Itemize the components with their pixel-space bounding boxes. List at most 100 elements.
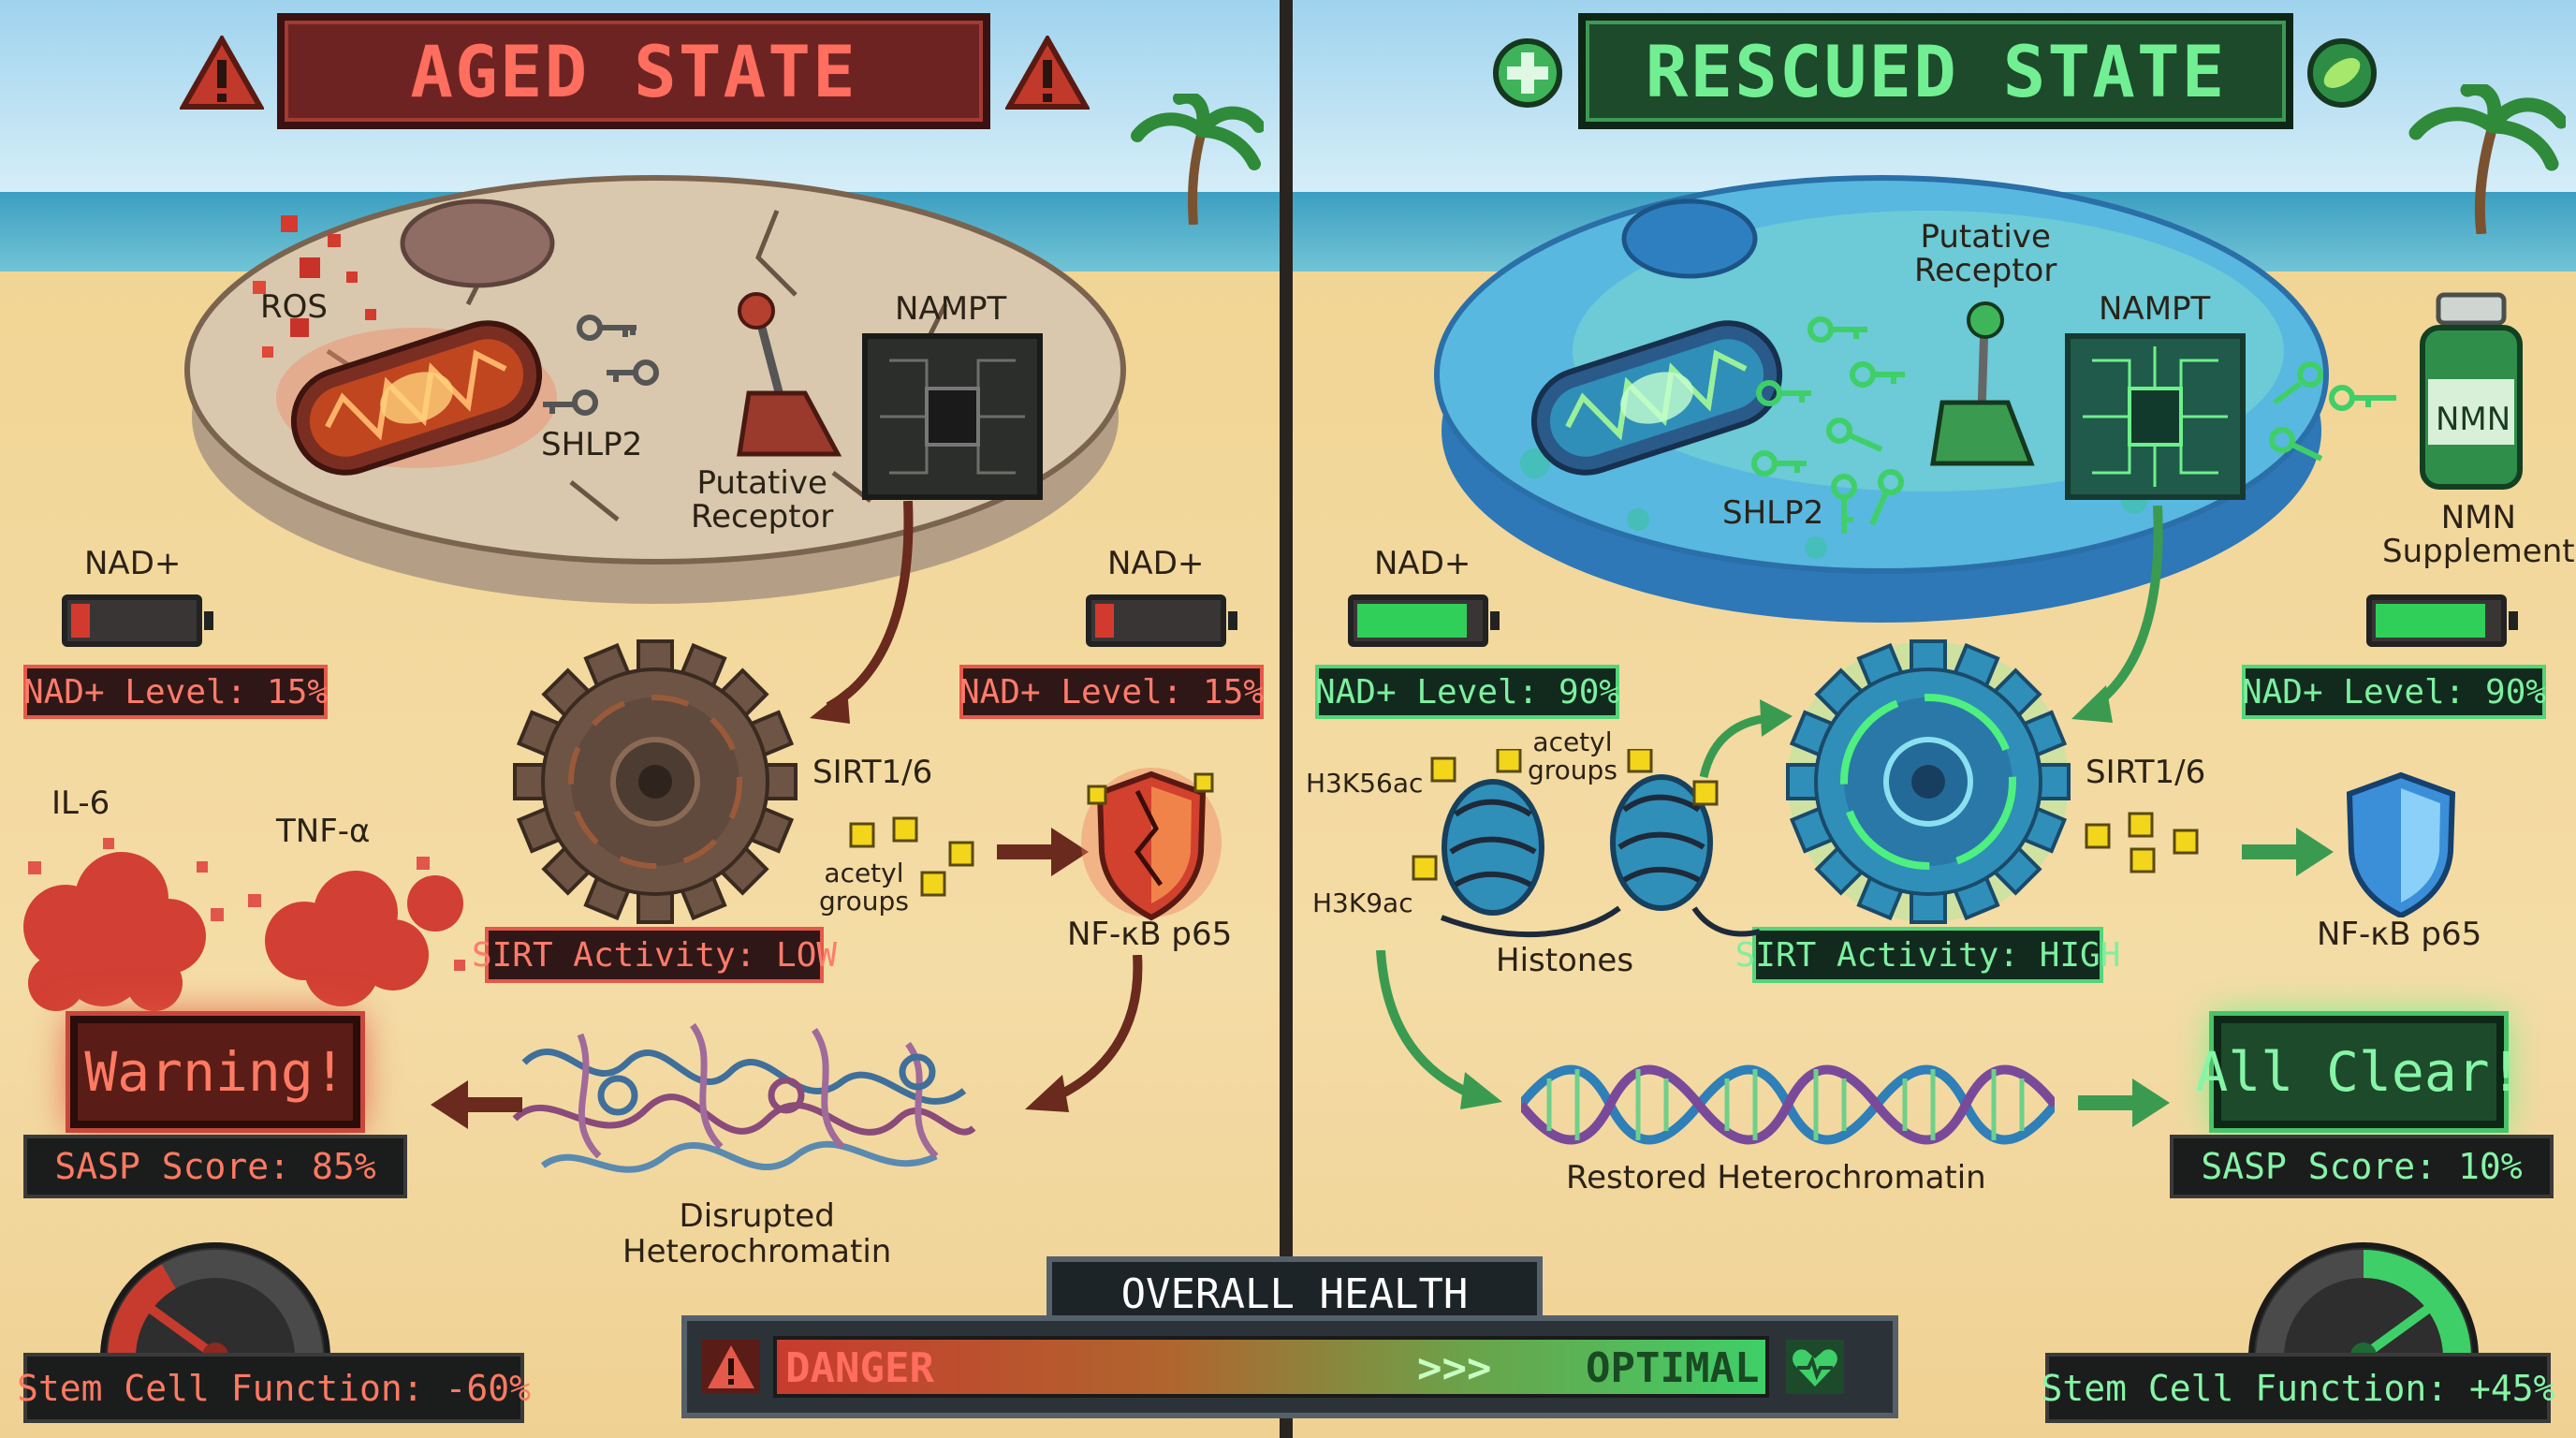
arrow-to-chromatin-rescued [1376, 950, 1502, 1109]
all-clear-alert: All Clear! [2195, 1016, 2523, 1128]
sirt-gear-active [1786, 639, 2071, 924]
nad-level-right: NAD+ Level: 15% [959, 665, 1264, 719]
disrupted-chromatin [512, 1022, 976, 1173]
acetyl-groups-icon-rescued [2085, 812, 2199, 873]
danger-label: DANGER [785, 1343, 934, 1392]
optimal-label: OPTIMAL [1586, 1343, 1760, 1392]
nad-battery-right-rescued [2366, 594, 2518, 647]
nad-level-left-rescued: NAD+ Level: 90% [1315, 665, 1619, 719]
stem-cell-function-rescued: Stem Cell Function: +45% [2041, 1353, 2555, 1423]
receptor-label-line1: Putative [1920, 218, 2051, 256]
h3k56ac-label: H3K56ac [1306, 768, 1424, 799]
stem-cell-gauge [99, 1242, 331, 1357]
nad-level-right-rescued: NAD+ Level: 90% [2242, 665, 2546, 719]
nad-battery-right [1086, 594, 1237, 647]
nampt-chip-icon [862, 333, 1043, 500]
nampt-chip-icon-rescued [2065, 333, 2246, 500]
sirt-label: SIRT1/6 [812, 754, 933, 791]
arrow-to-nfkb-rescued [2242, 828, 2334, 876]
arrow-nfkb-to-chromatin [1025, 955, 1143, 1112]
acetyl-label-line2: groups [1528, 755, 1617, 785]
warning-icon [180, 36, 264, 110]
il6-label: IL-6 [51, 785, 110, 822]
nad-label-left-rescued: NAD+ [1374, 545, 1471, 582]
arrow-to-warning [431, 1080, 522, 1129]
acetyl-label-line1: acetyl [824, 858, 904, 888]
receptor-label-line2: Receptor [691, 498, 834, 536]
nmn-label-line1: NMN [2440, 499, 2516, 536]
h3k9ac-label: H3K9ac [1312, 888, 1413, 918]
acetyl-label-rescued: acetyl groups [1528, 728, 1617, 785]
nmn-keys-icon [2269, 361, 2396, 462]
acetyl-label-line2: groups [819, 886, 909, 917]
receptor-label-line2: Receptor [1914, 252, 2057, 289]
acetyl-groups-icon [849, 816, 974, 897]
stem-cell-gauge-rescued [2247, 1242, 2480, 1357]
shlp2-label-rescued: SHLP2 [1722, 494, 1824, 532]
chromatin-label-line1: Disrupted [679, 1197, 835, 1235]
sirt-label-rescued: SIRT1/6 [2086, 754, 2206, 791]
aged-title: AGED STATE [277, 13, 990, 129]
nad-battery-fill [1357, 604, 1467, 638]
sirt-activity: SIRT Activity: LOW [472, 927, 837, 983]
chromatin-label: Disrupted Heterochromatin [622, 1198, 891, 1269]
nad-label-left: NAD+ [84, 545, 182, 582]
nfkb-label: NF-κB p65 [1067, 916, 1233, 953]
nmn-bottle-label: NMN [2436, 401, 2511, 438]
sasp-score-rescued: SASP Score: 10% [2170, 1135, 2554, 1198]
arrow-nampt-to-sirt [810, 501, 914, 724]
warning-icon [702, 1340, 760, 1394]
arrow-to-all-clear [2078, 1078, 2170, 1127]
overall-health-bar: DANGER >>> OPTIMAL [681, 1315, 1898, 1418]
receptor-label: Putative Receptor [691, 466, 833, 534]
sasp-score: SASP Score: 85% [23, 1135, 407, 1198]
histones-label: Histones [1496, 942, 1634, 979]
histones-icon [1412, 749, 1761, 938]
nad-battery-fill [71, 604, 90, 638]
receptor-lever-icon-rescued [1930, 301, 2035, 466]
nad-battery-fill [1095, 604, 1114, 638]
nmn-supplement-label: NMN Supplement [2382, 501, 2575, 568]
nampt-label-rescued: NAMPT [2099, 290, 2211, 328]
gauge-needle [139, 1299, 220, 1357]
restored-chromatin-helix [1521, 1064, 2055, 1145]
nampt-label: NAMPT [895, 290, 1007, 328]
nfkb-label-rescued: NF-κB p65 [2317, 916, 2482, 953]
cytokine-cloud-tnf [248, 857, 465, 1006]
shlp2-label: SHLP2 [541, 426, 643, 463]
sirt-gear-rusty [513, 639, 798, 924]
nmn-label-line2: Supplement [2382, 533, 2575, 570]
health-gradient [773, 1336, 1769, 1398]
receptor-label-rescued: Putative Receptor [1914, 220, 2056, 287]
palm-tree-icon [1131, 94, 1264, 225]
warning-icon [1005, 36, 1090, 110]
shield-icon [2346, 771, 2456, 917]
nad-battery-left-rescued [1348, 594, 1500, 647]
panel-divider [1280, 0, 1293, 1438]
arrow-to-nfkb [997, 828, 1089, 876]
stem-cell-function: Stem Cell Function: -60% [17, 1353, 531, 1423]
gauge-needle [2359, 1299, 2440, 1357]
health-arrows: >>> [1417, 1343, 1492, 1392]
arrow-nampt-to-sirt-rescued [2071, 506, 2163, 723]
shield-cracked-icon [1081, 768, 1222, 921]
heart-icon [1786, 1340, 1844, 1394]
nad-battery-fill [2376, 604, 2485, 638]
sirt-activity-rescued: SIRT Activity: HIGH [1735, 927, 2120, 983]
tnf-label: TNF-α [276, 813, 371, 850]
receptor-lever-icon [737, 292, 842, 457]
nad-label-right: NAD+ [1107, 545, 1205, 582]
leaf-icon [2307, 38, 2377, 108]
receptor-label-line1: Putative [696, 464, 827, 502]
plus-icon [1493, 38, 1562, 108]
palm-tree-icon [2408, 84, 2566, 234]
acetyl-label-line1: acetyl [1532, 726, 1613, 757]
nad-battery-left [62, 594, 213, 647]
shlp2-key-icons [1751, 316, 1905, 534]
mitochondrion-damaged [276, 320, 557, 476]
nad-level-left: NAD+ Level: 15% [23, 665, 328, 719]
mitochondrion-healthy [1530, 320, 1783, 476]
chromatin-label-line2: Heterochromatin [622, 1233, 892, 1270]
cytokine-cloud-il6 [23, 838, 224, 1011]
nmn-bottle-icon [2420, 292, 2523, 490]
